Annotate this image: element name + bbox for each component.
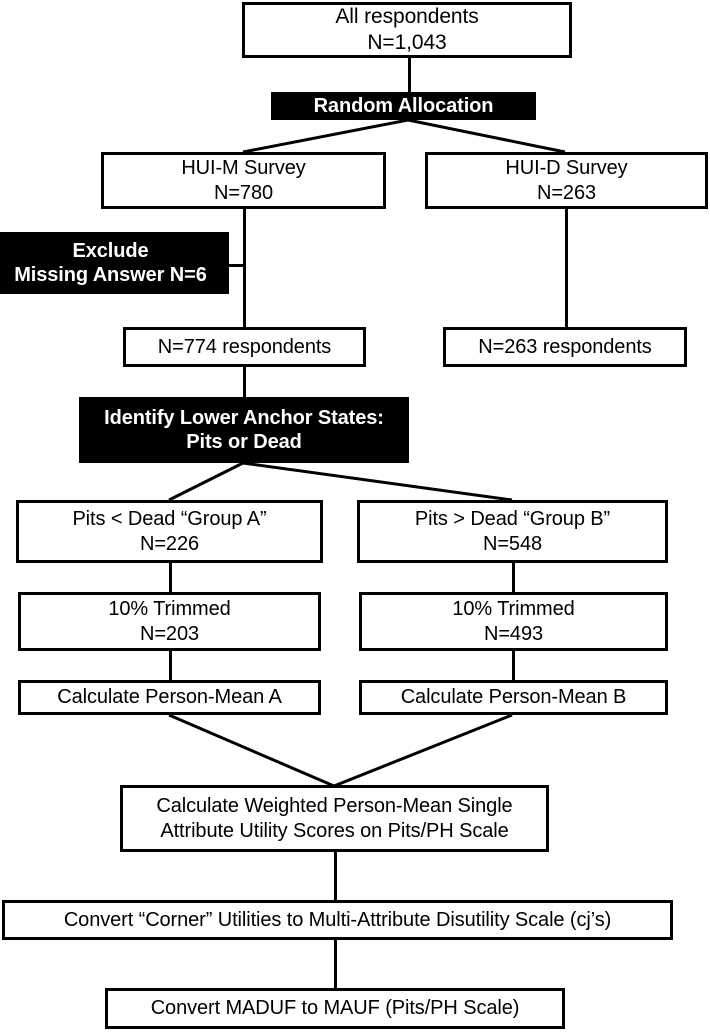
node-respondents-774-label: N=774 respondents <box>157 335 332 358</box>
node-hui-d-survey-label: HUI-D Survey N=263 <box>505 157 628 204</box>
node-random-allocation-label: Random Allocation <box>313 94 494 117</box>
node-exclude-missing: Exclude Missing Answer N=6 <box>0 232 229 294</box>
connector-774-to-identify <box>243 367 246 397</box>
node-respondents-263-label: N=263 respondents <box>478 335 652 358</box>
node-group-a: Pits < Dead “Group A” N=226 <box>16 500 323 563</box>
branch-identify-to-groupb <box>242 461 513 502</box>
node-trimmed-a-label: 10% Trimmed N=203 <box>108 598 231 645</box>
node-all-respondents: All respondents N=1,043 <box>242 2 572 58</box>
connector-exclude-stub <box>229 264 245 267</box>
node-trimmed-b-label: 10% Trimmed N=493 <box>452 598 575 645</box>
node-person-mean-a: Calculate Person-Mean A <box>18 680 321 715</box>
node-hui-m-survey-label: HUI-M Survey N=780 <box>181 157 306 204</box>
node-identify-lower-anchor-label: Identify Lower Anchor States: Pits or De… <box>104 406 384 453</box>
node-exclude-missing-label: Exclude Missing Answer N=6 <box>14 239 207 286</box>
node-all-respondents-label: All respondents N=1,043 <box>335 5 479 54</box>
node-person-mean-b: Calculate Person-Mean B <box>359 680 668 715</box>
node-hui-d-survey: HUI-D Survey N=263 <box>425 152 708 209</box>
connector-groupa-to-trimmeda <box>169 563 172 592</box>
connector-weighted-to-corner <box>334 852 337 900</box>
connector-trimmeda-to-meana <box>169 651 172 680</box>
node-convert-corner-label: Convert “Corner” Utilities to Multi-Attr… <box>63 908 612 931</box>
node-identify-lower-anchor: Identify Lower Anchor States: Pits or De… <box>79 397 409 463</box>
branch-identify-to-groupa <box>168 461 244 502</box>
connector-all-to-random <box>408 58 411 92</box>
branch-random-to-huid <box>407 118 566 154</box>
node-random-allocation: Random Allocation <box>271 92 536 120</box>
connector-huim-to-exclude-trunk <box>243 209 246 327</box>
node-respondents-263: N=263 respondents <box>443 327 687 367</box>
connector-huid-to-respondents263 <box>565 209 568 327</box>
connector-corner-to-maduf <box>334 940 337 988</box>
node-respondents-774: N=774 respondents <box>123 327 366 367</box>
node-convert-maduf-label: Convert MADUF to MAUF (Pits/PH Scale) <box>150 997 520 1020</box>
node-group-b: Pits > Dead “Group B” N=548 <box>357 500 668 563</box>
connector-groupb-to-trimmedb <box>512 563 515 592</box>
branch-meanb-to-weighted <box>333 713 513 788</box>
node-weighted-person-mean-label: Calculate Weighted Person-Mean Single At… <box>156 795 513 842</box>
branch-random-to-huim <box>242 118 409 154</box>
branch-meana-to-weighted <box>168 713 335 788</box>
node-person-mean-b-label: Calculate Person-Mean B <box>400 686 627 709</box>
node-group-b-label: Pits > Dead “Group B” N=548 <box>414 508 611 555</box>
node-person-mean-a-label: Calculate Person-Mean A <box>57 686 282 709</box>
node-group-a-label: Pits < Dead “Group A” N=226 <box>72 508 267 555</box>
node-convert-maduf: Convert MADUF to MAUF (Pits/PH Scale) <box>105 988 565 1029</box>
connector-trimmedb-to-meanb <box>512 651 515 680</box>
node-convert-corner: Convert “Corner” Utilities to Multi-Attr… <box>2 900 673 940</box>
node-trimmed-a: 10% Trimmed N=203 <box>18 592 321 651</box>
node-trimmed-b: 10% Trimmed N=493 <box>359 592 668 651</box>
node-hui-m-survey: HUI-M Survey N=780 <box>101 152 386 209</box>
node-weighted-person-mean: Calculate Weighted Person-Mean Single At… <box>120 785 549 852</box>
